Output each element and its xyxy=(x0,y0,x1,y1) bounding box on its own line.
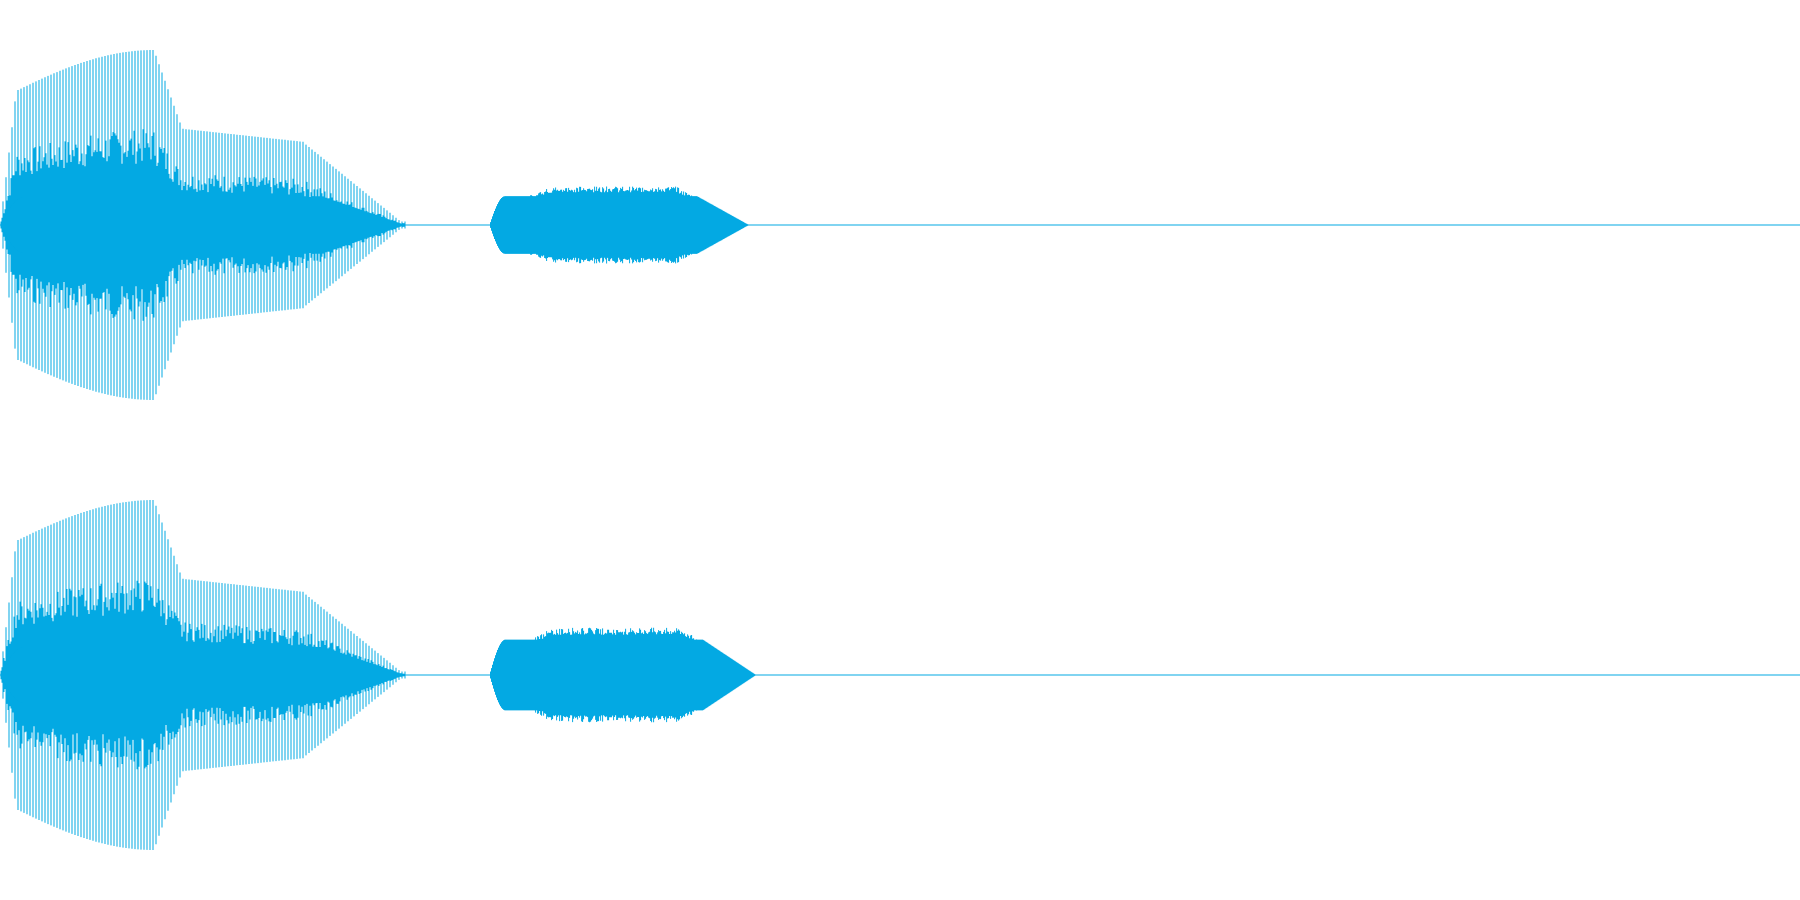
waveform-burst xyxy=(0,50,406,400)
waveform-channel-right xyxy=(0,500,1800,850)
waveform-burst-core xyxy=(490,639,757,711)
waveform-burst xyxy=(490,186,750,264)
waveform-burst xyxy=(0,500,406,850)
waveform-channel-left xyxy=(0,50,1800,400)
waveform-burst-core xyxy=(0,197,405,253)
waveform-burst xyxy=(490,627,757,723)
waveform-burst-core xyxy=(0,647,405,703)
waveform-burst-core xyxy=(490,196,750,254)
